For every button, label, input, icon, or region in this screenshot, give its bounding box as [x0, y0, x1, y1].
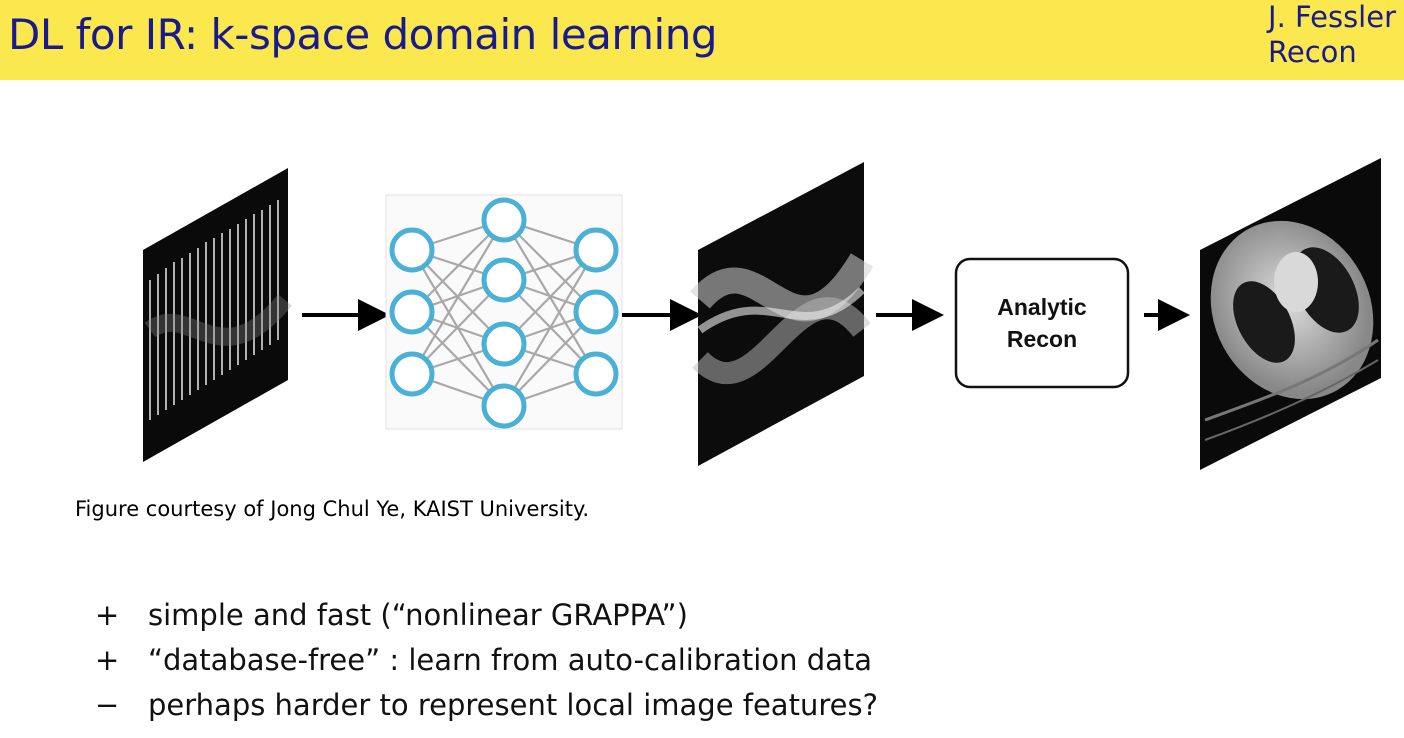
box-label-line1: Analytic: [997, 294, 1087, 320]
neural-network-diagram: [385, 194, 623, 430]
kspace-output-image: [690, 162, 874, 466]
ct-output-image: [1200, 158, 1381, 470]
plus-icon: +: [95, 598, 120, 632]
bullet-text: perhaps harder to represent local image …: [148, 688, 878, 722]
slide-title: DL for IR: k-space domain learning: [8, 10, 718, 59]
slide-header: DL for IR: k-space domain learning J. Fe…: [0, 0, 1404, 80]
bullet-text: simple and fast (“nonlinear GRAPPA”): [148, 598, 688, 632]
minus-icon: −: [95, 688, 120, 722]
plus-icon: +: [95, 643, 120, 677]
box-label-line2: Recon: [1007, 326, 1077, 352]
author-name: J. Fessler: [1268, 0, 1396, 34]
figure-caption: Figure courtesy of Jong Chul Ye, KAIST U…: [75, 497, 590, 521]
author-block: J. Fessler Recon: [1268, 0, 1396, 70]
bullet-text: “database-free” : learn from auto-calibr…: [148, 643, 873, 677]
section-name: Recon: [1268, 35, 1357, 69]
pipeline-figure: Analytic Recon: [143, 158, 1381, 470]
kspace-input-image: [143, 168, 292, 462]
analytic-recon-box: Analytic Recon: [954, 257, 1130, 389]
